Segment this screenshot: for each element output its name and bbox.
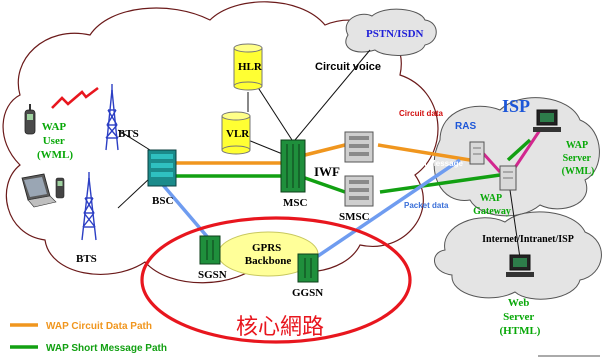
- core-network-ring: [140, 216, 412, 344]
- msc-icon: [280, 139, 306, 193]
- pstn-cloud: [345, 8, 437, 56]
- wireless-signal-icon: [51, 86, 99, 109]
- iwf-server-icon: [344, 131, 374, 163]
- smsc-label: SMSC: [339, 211, 370, 223]
- ggsn-icon: [297, 253, 319, 283]
- packet-data-path: [161, 158, 461, 260]
- hlr-cylinder-icon: [233, 43, 263, 91]
- wap-gateway-icon: [499, 165, 517, 191]
- mobile-phone-icon: [24, 104, 36, 135]
- bts-top-label: BTS: [118, 128, 139, 140]
- msc-label: MSC: [283, 197, 308, 209]
- bts-tower-top-icon: [105, 84, 119, 151]
- web-server-line-1: Web: [508, 297, 529, 309]
- circuit-data-path: [175, 143, 471, 165]
- short-message-label: Short Message: [406, 159, 463, 168]
- bsc-icon: [147, 149, 177, 187]
- ras-label: RAS: [455, 121, 476, 132]
- ras-icon: [469, 141, 485, 165]
- pstn-label: PSTN/ISDN: [366, 28, 424, 40]
- vlr-cylinder-icon: [221, 111, 251, 155]
- short-message-path: [175, 138, 532, 194]
- wap-user-line-2: User: [43, 135, 65, 147]
- wap-gateway-label: WAP Gateway: [473, 193, 511, 217]
- wap-server-label: WAP Server (WML): [562, 140, 595, 177]
- wap-links: [480, 129, 542, 174]
- wap-server-line-2: Server: [563, 153, 592, 164]
- gprs-line-1: GPRS: [252, 242, 281, 254]
- vlr-label: VLR: [226, 128, 250, 140]
- web-server-label: Web Server (HTML): [500, 297, 541, 337]
- bts-bottom-label: BTS: [76, 253, 97, 265]
- smsc-server-icon: [344, 175, 374, 207]
- wap-server-line-1: WAP: [566, 140, 588, 151]
- packet-data-label: Packet data: [404, 201, 449, 210]
- wap-user-line-3: (WML): [37, 149, 73, 161]
- web-server-line-2: Server: [503, 311, 534, 323]
- legend: WAP Circuit Data Path WAP Short Message …: [10, 321, 167, 354]
- bts-tower-bottom-icon: [81, 172, 97, 241]
- circuit-data-label: Circuit data: [399, 109, 444, 118]
- circuit-voice-label: Circuit voice: [315, 61, 381, 73]
- legend-circuit-label: WAP Circuit Data Path: [46, 321, 152, 332]
- gprs-backbone-label: GPRS Backbone: [245, 242, 292, 267]
- wap-server-computer-icon: [533, 109, 561, 132]
- legend-sms-label: WAP Short Message Path: [46, 343, 167, 354]
- isp-label: ISP: [502, 96, 530, 116]
- wap-user-label: WAP User (WML): [37, 121, 73, 161]
- bsc-label: BSC: [152, 195, 173, 207]
- web-server-computer-icon: [506, 254, 534, 277]
- wap-server-line-3: (WML): [562, 166, 595, 177]
- core-network-label: 核心網路: [236, 315, 324, 340]
- gprs-line-2: Backbone: [245, 255, 292, 267]
- laptop-icon: [21, 173, 57, 208]
- ggsn-label: GGSN: [292, 287, 323, 299]
- handheld-phone-icon: [55, 177, 65, 199]
- wap-gateway-line-2: Gateway: [473, 206, 511, 217]
- mobile-network-cloud: [2, 1, 439, 284]
- sgsn-icon: [199, 235, 221, 265]
- iwf-label: IWF: [314, 164, 340, 179]
- wap-gateway-line-1: WAP: [480, 193, 502, 204]
- web-server-line-3: (HTML): [500, 325, 541, 337]
- wap-user-line-1: WAP: [42, 121, 67, 133]
- internet-label: Internet/Intranet/ISP: [482, 234, 574, 245]
- hlr-label: HLR: [238, 61, 263, 73]
- sgsn-label: SGSN: [198, 269, 227, 281]
